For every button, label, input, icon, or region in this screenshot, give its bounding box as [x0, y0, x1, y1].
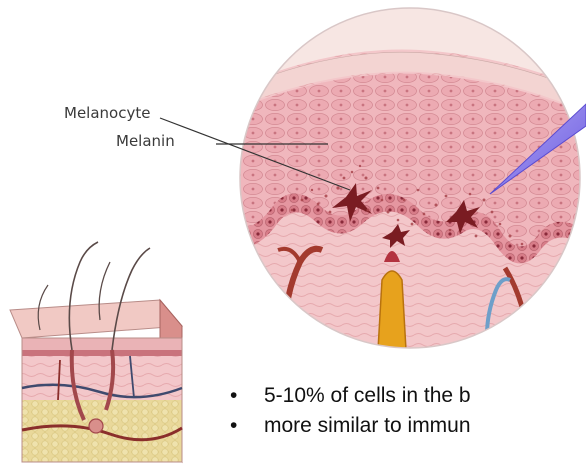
bullet-item: • 5-10% of cells in the b: [230, 381, 471, 411]
bullet-item: • more similar to immun: [230, 411, 471, 441]
melanocyte-label: Melanocyte: [64, 104, 150, 122]
bullet-marker: •: [230, 411, 237, 441]
bullet-marker: •: [230, 381, 237, 411]
magnified-skin-section: [230, 0, 586, 360]
skin-block-illustration: [10, 242, 182, 462]
bullet-text: 5-10% of cells in the b: [264, 384, 471, 407]
bullet-list: • 5-10% of cells in the b • more similar…: [230, 381, 471, 441]
bullet-text: more similar to immun: [264, 414, 471, 437]
melanin-label: Melanin: [116, 132, 175, 150]
